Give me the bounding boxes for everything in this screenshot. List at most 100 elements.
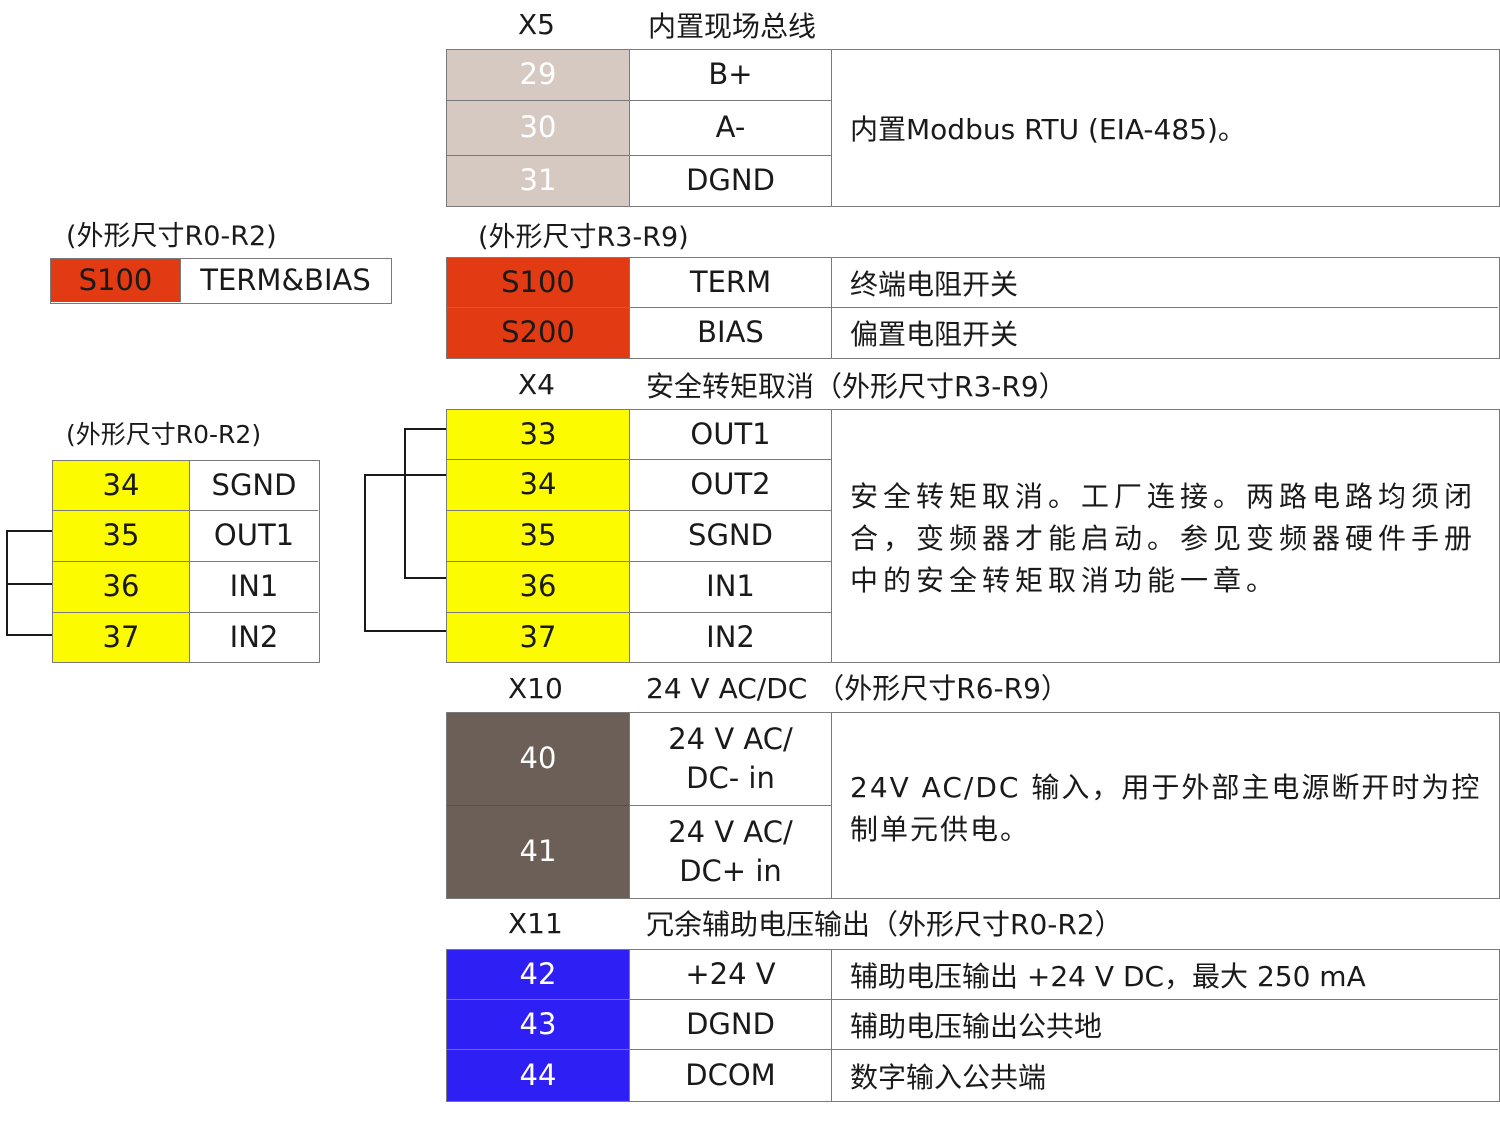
- sgnd-label: SGND: [211, 467, 297, 502]
- dcom-description: 数字输入公共端: [850, 1060, 1047, 1094]
- x4-description-text: 安全转矩取消。工厂连接。两路电路均须闭合，变频器才能启动。参见变频器硬件手册中的…: [850, 480, 1478, 597]
- x11-title: 冗余辅助电压输出（外形尺寸R0-R2）: [646, 908, 1123, 941]
- terminal-31: 31: [447, 156, 629, 206]
- left-switch-caption: (外形尺寸R0-R2): [66, 221, 277, 252]
- terminal-number: 33: [519, 416, 557, 451]
- terminal-number: 35: [102, 518, 140, 553]
- x10-tag: X10: [508, 672, 563, 705]
- x4-table: 33 34 35 36 37 OUT1 OUT2 SGND IN1 IN2 安全…: [446, 409, 1500, 663]
- x5-title: 内置现场总线: [648, 10, 817, 43]
- switch-s100: S100: [447, 258, 629, 308]
- signal-label: IN1: [189, 562, 318, 613]
- terminal-number: 35: [519, 518, 557, 553]
- terminal-number: 43: [519, 1006, 557, 1041]
- switch-number: S100: [501, 264, 575, 299]
- terminal-44: 44: [447, 1050, 629, 1101]
- out1-label: OUT1: [690, 416, 771, 451]
- x10-title: 24 V AC/DC （外形尺寸R6-R9）: [646, 672, 1069, 705]
- signal-label: +24 V: [629, 950, 832, 1000]
- terminal-35: 35: [447, 511, 629, 562]
- x4-description: 安全转矩取消。工厂连接。两路电路均须闭合，变频器才能启动。参见变频器硬件手册中的…: [832, 410, 1498, 662]
- switch-description: 偏置电阻开关: [832, 308, 1498, 358]
- x10-table: 40 41 24 V AC/ DC- in 24 V AC/ DC+ in 24…: [446, 712, 1500, 899]
- dc-plus-in-label: 24 V AC/ DC+ in: [668, 814, 793, 888]
- signal-label: DGND: [629, 1000, 832, 1050]
- terminal-number: 29: [519, 57, 557, 92]
- signal-label: DCOM: [629, 1050, 832, 1101]
- terminal-36-left: 36: [53, 562, 189, 613]
- switch-number: S100: [78, 262, 153, 297]
- signal-label: IN1: [629, 562, 832, 613]
- terminal-number: 40: [519, 741, 557, 776]
- terminal-41: 41: [447, 806, 629, 898]
- term-label: TERM: [689, 264, 772, 299]
- terminal-37: 37: [447, 613, 629, 662]
- terminal-number: 37: [102, 619, 140, 654]
- x5-description: 内置Modbus RTU (EIA-485)。: [832, 50, 1498, 206]
- signal-label: IN2: [189, 613, 318, 662]
- signal-label: 24 V AC/ DC+ in: [629, 806, 832, 898]
- x11-description: 辅助电压输出公共地: [832, 1000, 1498, 1050]
- x10-description-text: 24V AC/DC 输入，用于外部主电源断开时为控制单元供电。: [850, 771, 1482, 846]
- bias-description: 偏置电阻开关: [850, 318, 1019, 351]
- x11-description: 辅助电压输出 +24 V DC，最大 250 mA: [832, 950, 1498, 1000]
- x4-tag: X4: [518, 368, 555, 401]
- x5-tag: X5: [518, 8, 555, 41]
- out2-label: OUT2: [690, 467, 771, 502]
- x5-description-text: 内置Modbus RTU (EIA-485)。: [850, 113, 1246, 146]
- out1-label: OUT1: [213, 518, 295, 553]
- x11-table: 42 43 44 +24 V DGND DCOM 辅助电压输出 +24 V DC…: [446, 949, 1500, 1102]
- terminal-number: 44: [519, 1057, 557, 1092]
- signal-b-plus: B+: [708, 57, 753, 92]
- signal-label: OUT2: [629, 460, 832, 511]
- signal-dgnd: DGND: [686, 163, 775, 198]
- dc-minus-in-label: 24 V AC/ DC- in: [668, 721, 793, 795]
- signal-label: IN2: [629, 613, 832, 662]
- terminal-number: 41: [519, 834, 557, 869]
- in2-label: IN2: [229, 619, 279, 654]
- terminal-43: 43: [447, 1000, 629, 1050]
- terminal-number: 42: [519, 956, 557, 991]
- signal-label: TERM: [629, 258, 832, 308]
- x10-description: 24V AC/DC 输入，用于外部主电源断开时为控制单元供电。: [832, 713, 1498, 898]
- terminal-number: 30: [519, 110, 557, 145]
- terminal-40: 40: [447, 713, 629, 806]
- signal-label: 24 V AC/ DC- in: [629, 713, 832, 806]
- left-switch-table: S100 TERM&BIAS: [50, 258, 392, 304]
- signal-label: BIAS: [629, 308, 832, 358]
- switches-caption: (外形尺寸R3-R9): [478, 222, 689, 253]
- terminal-number: 36: [102, 569, 140, 604]
- signal-label: OUT1: [629, 410, 832, 460]
- signal-label: OUT1: [189, 511, 318, 562]
- terminal-number: 36: [519, 569, 557, 604]
- signal-label: DGND: [629, 156, 832, 206]
- plus24v-label: +24 V: [685, 956, 776, 991]
- signal-label: TERM&BIAS: [180, 259, 390, 302]
- signal-label: B+: [629, 50, 832, 101]
- signal-label: A-: [629, 101, 832, 156]
- in1-label: IN1: [706, 569, 755, 604]
- in2-label: IN2: [706, 619, 755, 654]
- terminal-42: 42: [447, 950, 629, 1000]
- aux-ground-description: 辅助电压输出公共地: [850, 1009, 1103, 1043]
- left-sto-caption: (外形尺寸R0-R2): [66, 420, 262, 449]
- term-description: 终端电阻开关: [850, 267, 1019, 301]
- aux-voltage-description: 辅助电压输出 +24 V DC，最大 250 mA: [850, 959, 1366, 993]
- switch-s100-left: S100: [51, 259, 180, 302]
- bias-label: BIAS: [697, 315, 764, 350]
- switch-description: 终端电阻开关: [832, 258, 1498, 308]
- terminal-number: 34: [519, 467, 557, 502]
- terminal-number: 34: [102, 467, 140, 502]
- sgnd-label: SGND: [688, 518, 773, 553]
- x5-table: 29 30 31 B+ A- DGND 内置Modbus RTU (EIA-48…: [446, 49, 1500, 207]
- terminal-number: 37: [519, 619, 557, 654]
- switch-number: S200: [501, 315, 575, 350]
- terminal-number: 31: [519, 163, 557, 198]
- switch-s200: S200: [447, 308, 629, 358]
- terminal-35-left: 35: [53, 511, 189, 562]
- dgnd-label: DGND: [686, 1006, 775, 1041]
- signal-label: SGND: [189, 461, 318, 511]
- terminal-37-left: 37: [53, 613, 189, 662]
- switches-table: S100 S200 TERM BIAS 终端电阻开关 偏置电阻开关: [446, 257, 1500, 359]
- term-bias-label: TERM&BIAS: [200, 262, 371, 297]
